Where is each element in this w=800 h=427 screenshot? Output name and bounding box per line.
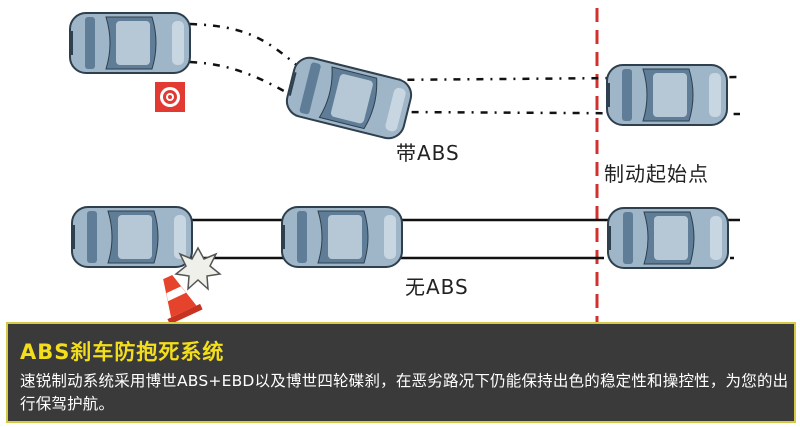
collision-burst-icon (174, 246, 222, 291)
no-abs-car-start (71, 206, 193, 268)
abs-car-end (606, 64, 728, 126)
abs-car-start (69, 12, 191, 74)
bullseye-sign-icon (155, 82, 185, 112)
without-abs-label: 无ABS (405, 275, 469, 299)
with-abs-label: 带ABS (396, 141, 460, 165)
no-abs-car-end (607, 207, 729, 269)
info-panel: ABS刹车防抱死系统 速锐制动系统采用博世ABS+EBD以及博世四轮碟刹，在恶劣… (6, 322, 796, 423)
no-abs-car-middle (281, 206, 403, 268)
traffic-cone-icon (163, 274, 203, 325)
panel-description: 速锐制动系统采用博世ABS+EBD以及博世四轮碟刹，在恶劣路况下仍能保持出色的稳… (20, 372, 789, 413)
panel-title: ABS刹车防抱死系统 (20, 340, 225, 364)
braking-start-label: 制动起始点 (604, 162, 709, 186)
abs-car-swerve (282, 53, 416, 143)
